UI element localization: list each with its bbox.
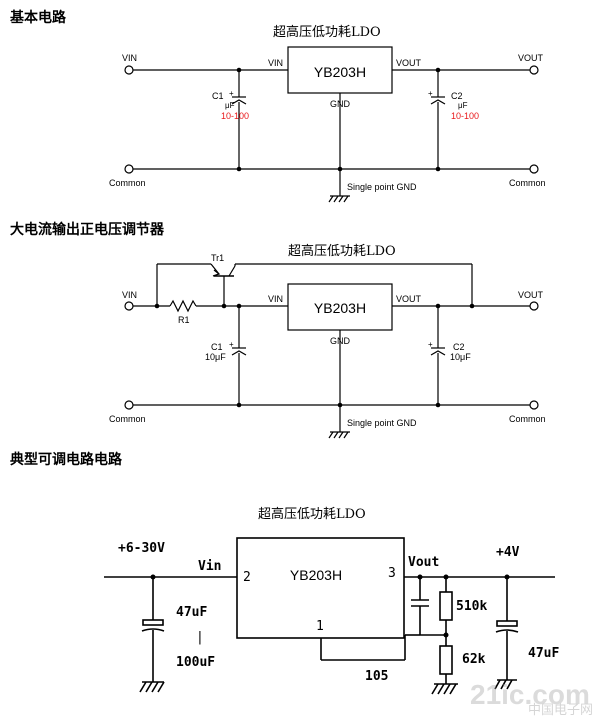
boost-common-left: Common (109, 414, 146, 424)
adjust-r-bottom: 62k (462, 652, 486, 667)
boost-chip-title: 超高压低功耗LDO (288, 243, 396, 259)
adjust-r-top: 510k (456, 599, 487, 614)
basic-common-right: Common (509, 178, 546, 188)
basic-chip-label: YB203H (314, 64, 366, 80)
adjust-cin-top: 47uF (176, 605, 207, 620)
basic-circuit: 基本电路 超高压低功耗LDO YB203H VIN VOUT GND VIN V… (10, 9, 546, 203)
basic-common-right-terminal (529, 164, 539, 174)
adjust-vout-label: Vout (408, 555, 439, 570)
adjust-vin-label: Vin (198, 559, 221, 574)
adjust-cin-sep: | (196, 630, 204, 645)
adjust-cout: 47uF (528, 646, 559, 661)
svg-text:+: + (229, 89, 234, 98)
adjust-pin1: 1 (316, 619, 324, 634)
adjust-cout-ground-icon (494, 679, 517, 690)
basic-common-left: Common (109, 178, 146, 188)
basic-vin-terminal (124, 65, 134, 75)
basic-common-left-terminal (124, 164, 134, 174)
basic-section-title: 基本电路 (10, 9, 67, 25)
adjust-section-title: 典型可调电路电路 (10, 451, 123, 467)
boost-vout-terminal (529, 301, 539, 311)
basic-c1-unit: μF (225, 101, 235, 110)
adjust-cin-capacitor (142, 619, 164, 626)
adjust-cin-ground-icon (139, 681, 165, 693)
boost-circuit: 大电流输出正电压调节器 超高压低功耗LDO YB203H VIN VOUT GN… (10, 221, 546, 439)
svg-text:+: + (428, 89, 433, 98)
basic-term-vout: VOUT (518, 53, 544, 63)
basic-c1-value: 10-100 (221, 111, 249, 121)
basic-vout-terminal (529, 65, 539, 75)
adjust-circuit: 典型可调电路电路 超高压低功耗LDO YB203H 2 3 1 +6-30V V… (10, 451, 559, 695)
basic-pin-vin: VIN (268, 58, 283, 68)
basic-ground-icon (328, 195, 350, 203)
boost-c1-label: C1 (211, 342, 223, 352)
boost-common-left-terminal (124, 400, 134, 410)
adjust-r-bottom-resistor (439, 645, 453, 675)
basic-term-vin: VIN (122, 53, 137, 63)
adjust-cin-bottom: 100uF (176, 655, 215, 670)
boost-c2-label: C2 (453, 342, 465, 352)
svg-text:+: + (229, 340, 234, 349)
adjust-chip-title: 超高压低功耗LDO (258, 506, 366, 522)
boost-pin-vin: VIN (268, 294, 283, 304)
boost-vin-terminal (124, 301, 134, 311)
adjust-r-ground-icon (431, 683, 458, 695)
adjust-chip-label: YB203H (290, 567, 342, 583)
basic-gnd-note: Single point GND (347, 182, 417, 192)
basic-c2-unit: μF (458, 101, 468, 110)
basic-c1-label: C1 (212, 91, 224, 101)
watermark-text: 中国电子网 (528, 702, 593, 717)
adjust-vout-value: +4V (496, 545, 520, 560)
adjust-pin3: 3 (388, 566, 396, 581)
adjust-r-top-resistor (439, 591, 453, 621)
boost-chip-label: YB203H (314, 300, 366, 316)
adjust-res-label: 105 (365, 669, 388, 684)
boost-r1-resistor (169, 299, 197, 313)
boost-c1-value: 10μF (205, 352, 226, 362)
basic-c2-label: C2 (451, 91, 463, 101)
basic-chip-title: 超高压低功耗LDO (273, 24, 381, 40)
basic-pin-vout: VOUT (396, 58, 422, 68)
boost-c2-value: 10μF (450, 352, 471, 362)
basic-c2-value: 10-100 (451, 111, 479, 121)
watermark: 21ic.com 中国电子网 (470, 679, 593, 717)
adjust-pin2: 2 (243, 570, 251, 585)
boost-term-vout: VOUT (518, 290, 544, 300)
boost-r1-label: R1 (178, 315, 190, 325)
boost-term-vin: VIN (122, 290, 137, 300)
boost-section-title: 大电流输出正电压调节器 (10, 221, 165, 237)
boost-common-right: Common (509, 414, 546, 424)
boost-common-right-terminal (529, 400, 539, 410)
adjust-cout-capacitor (496, 620, 518, 627)
boost-ground-icon (328, 431, 350, 439)
boost-pin-vout: VOUT (396, 294, 422, 304)
adjust-vin-range: +6-30V (118, 541, 165, 556)
svg-text:+: + (428, 340, 433, 349)
boost-tr1-transistor (210, 263, 236, 306)
watermark-domain: 21ic.com (470, 679, 590, 710)
boost-tr-label: Tr1 (211, 253, 224, 263)
boost-gnd-note: Single point GND (347, 418, 417, 428)
